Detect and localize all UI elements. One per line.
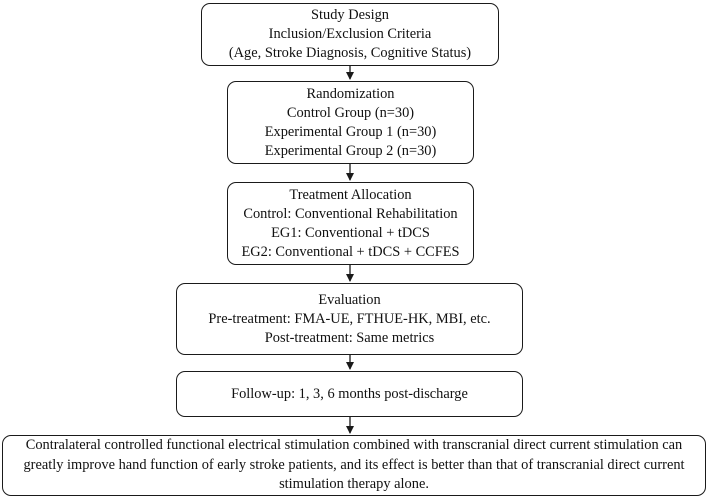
evaluation-box: Evaluation Pre-treatment: FMA-UE, FTHUE-…	[176, 283, 523, 355]
randomization-box: Randomization Control Group (n=30) Exper…	[227, 81, 474, 164]
criteria-detail: (Age, Stroke Diagnosis, Cognitive Status…	[228, 45, 472, 61]
evaluation-title: Evaluation	[318, 291, 381, 308]
randomization-title: Randomization	[306, 85, 395, 102]
control-group-label: Control Group (n=30)	[286, 104, 415, 121]
control-treatment-label: Control: Conventional Rehabilitation	[243, 205, 458, 222]
follow-up-box: Follow-up: 1, 3, 6 months post-discharge	[176, 371, 523, 417]
treatment-allocation-title: Treatment Allocation	[289, 186, 412, 203]
pre-treatment-label: Pre-treatment: FMA-UE, FTHUE-HK, MBI, et…	[208, 310, 491, 327]
post-treatment-label: Post-treatment: Same metrics	[264, 329, 435, 346]
follow-up-label: Follow-up: 1, 3, 6 months post-discharge	[231, 385, 468, 402]
experimental-group-2-label: Experimental Group 2 (n=30)	[264, 142, 437, 159]
eg1-treatment-label: EG1: Conventional + tDCS	[271, 224, 430, 241]
eg2-treatment-label: EG2: Conventional + tDCS + CCFES	[241, 243, 460, 260]
conclusion-text: Contralateral controlled functional elec…	[23, 437, 685, 493]
conclusion-box: Contralateral controlled functional elec…	[2, 435, 706, 496]
inclusion-exclusion-label: Inclusion/Exclusion Criteria	[268, 26, 432, 42]
study-design-title: Study Design	[311, 7, 389, 23]
experimental-group-1-label: Experimental Group 1 (n=30)	[264, 123, 437, 140]
study-design-box: Study Design Inclusion/Exclusion Criteri…	[201, 3, 499, 66]
treatment-allocation-box: Treatment Allocation Control: Convention…	[227, 182, 474, 265]
